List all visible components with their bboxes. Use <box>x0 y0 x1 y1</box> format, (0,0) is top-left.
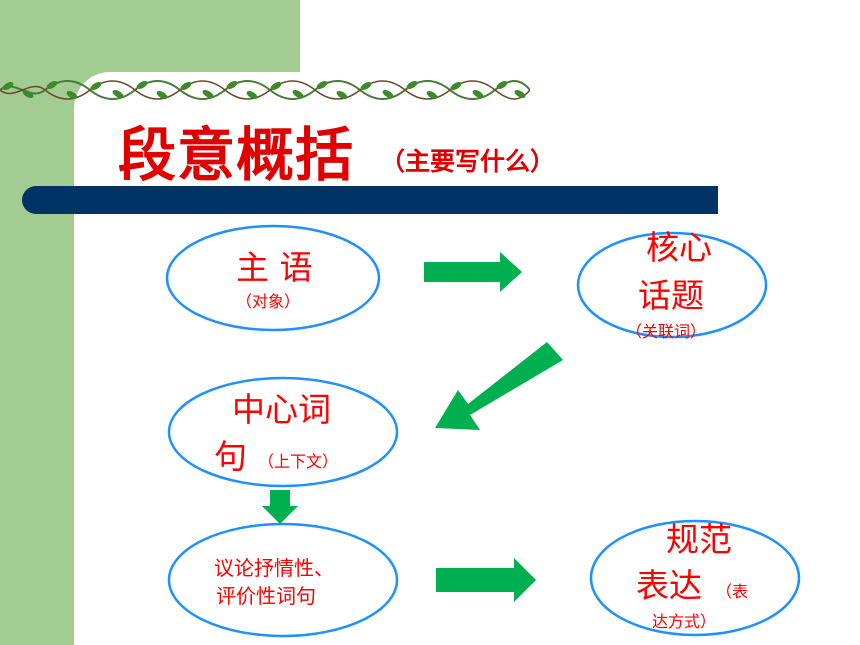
arrow-down-left-icon <box>435 342 563 430</box>
node-topic-label-1: 核心 <box>646 228 712 267</box>
node-central-note: （上下文） <box>258 452 339 471</box>
ellipse-norm <box>589 519 801 637</box>
node-norm-note-2: 达方式） <box>652 612 717 631</box>
slide-title: 段意概括 <box>118 121 355 189</box>
ellipse-topic <box>576 231 768 339</box>
title-underline-bar <box>22 186 718 214</box>
ellipse-subject <box>165 224 381 332</box>
node-evaluative-line-1: 议论抒情性、 <box>214 556 334 580</box>
node-topic-label-2: 话题 <box>638 276 704 315</box>
ellipse-central <box>167 376 399 488</box>
node-central-label-2: 句 <box>214 437 247 476</box>
node-norm-note-1: （表 <box>716 582 749 601</box>
vine-decoration <box>0 80 530 100</box>
slide-subtitle: （主要写什么） <box>380 147 556 176</box>
arrow-right-icon <box>424 252 522 292</box>
node-central-label-1: 中心词 <box>232 390 331 429</box>
node-subject-label: 主 语 <box>236 248 313 287</box>
arrow-right-icon <box>436 558 536 602</box>
node-evaluative-line-2: 评价性词句 <box>216 584 316 608</box>
node-norm-label-2: 表达 <box>636 566 702 605</box>
background-green-strip <box>0 0 74 645</box>
node-norm-label-1: 规范 <box>666 520 732 559</box>
node-topic-note: （关联词） <box>626 322 707 341</box>
ellipse-evaluative <box>167 522 399 638</box>
node-subject-note: （对象） <box>236 292 301 311</box>
arrow-down-icon <box>262 490 298 524</box>
